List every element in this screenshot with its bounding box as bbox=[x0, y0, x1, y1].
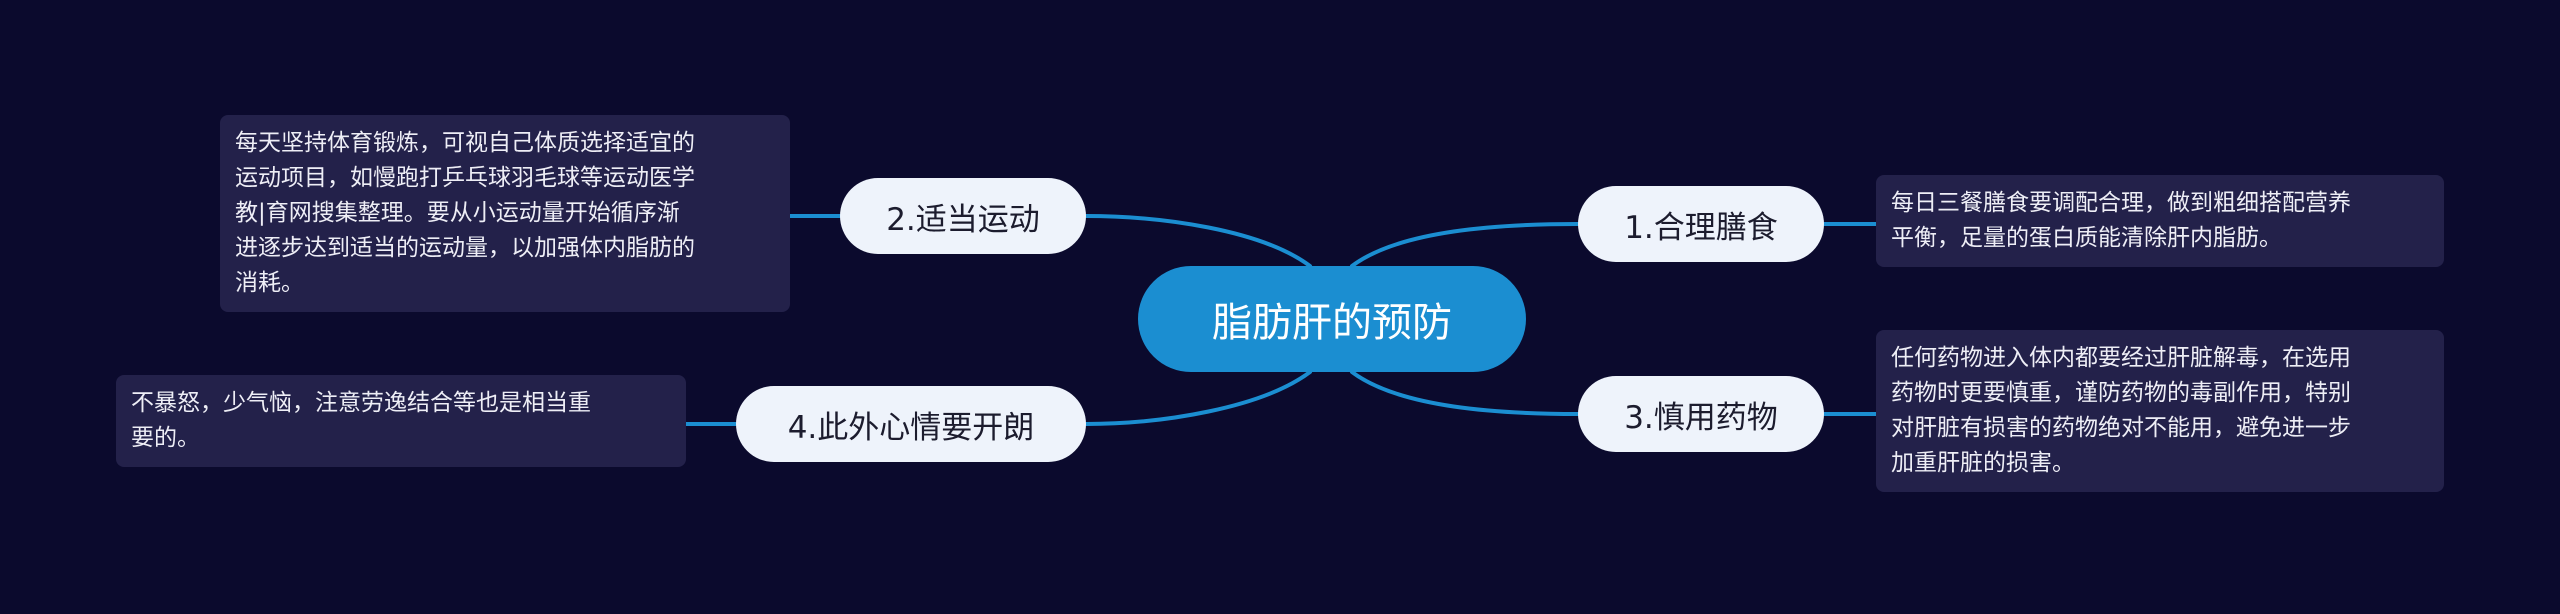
branch-mood[interactable]: 4.此外心情要开朗 bbox=[736, 386, 1086, 462]
branch-medication[interactable]: 3.慎用药物 bbox=[1578, 376, 1824, 452]
branch-diet[interactable]: 1.合理膳食 bbox=[1578, 186, 1824, 262]
connector-center-to-mood bbox=[1084, 370, 1312, 426]
note-medication: 任何药物进入体内都要经过肝脏解毒，在选用 药物时更要慎重，谨防药物的毒副作用，特… bbox=[1876, 330, 2444, 492]
center-topic[interactable]: 脂肪肝的预防 bbox=[1138, 266, 1526, 372]
note-exercise: 每天坚持体育锻炼，可视自己体质选择适宜的 运动项目，如慢跑打乒乓球羽毛球等运动医… bbox=[220, 115, 790, 312]
note-mood: 不暴怒，少气恼，注意劳逸结合等也是相当重 要的。 bbox=[116, 375, 686, 467]
note-diet: 每日三餐膳食要调配合理，做到粗细搭配营养 平衡，足量的蛋白质能清除肝内脂肪。 bbox=[1876, 175, 2444, 267]
connector-center-to-medication bbox=[1350, 370, 1580, 416]
branch-exercise[interactable]: 2.适当运动 bbox=[840, 178, 1086, 254]
connector-center-to-exercise bbox=[1084, 214, 1312, 268]
connector-center-to-diet bbox=[1350, 222, 1580, 268]
